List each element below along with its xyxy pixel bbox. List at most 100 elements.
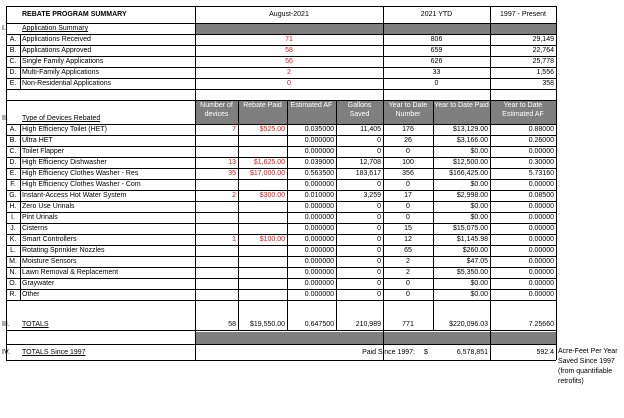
af-since-value: 592.4 <box>536 349 554 356</box>
estimated-af: 0.000000 <box>304 280 334 287</box>
gallons-saved: 0 <box>377 203 381 210</box>
gallons-saved: 0 <box>377 148 381 155</box>
gallons-saved: 0 <box>377 269 381 276</box>
gallons-saved: 0 <box>377 291 381 298</box>
application-since-value: 358 <box>542 80 554 87</box>
device-count: 7 <box>232 126 236 133</box>
section-title: Application Summary <box>22 25 89 32</box>
grid-hline <box>6 256 556 257</box>
application-since-value: 29,149 <box>532 36 554 43</box>
grid-vline <box>20 124 21 300</box>
grid-hline <box>6 201 556 202</box>
grid-vline <box>490 6 491 360</box>
application-month-value: 71 <box>285 36 293 43</box>
estimated-af: 0.039000 <box>304 159 334 166</box>
grid-hline <box>6 100 556 101</box>
column-header-since: 1997 - Present <box>500 11 546 18</box>
device-count <box>195 256 238 267</box>
grid-hline <box>6 56 556 57</box>
ytd-estimated-af: 0.00000 <box>528 181 554 188</box>
totals-devices: 58 <box>228 321 236 328</box>
estimated-af: 0.000000 <box>304 225 334 232</box>
column-header-paid: Rebate Paid <box>243 102 282 109</box>
estimated-af: 0.000000 <box>304 291 334 298</box>
device-count <box>195 278 238 289</box>
gallons-saved: 0 <box>377 137 381 144</box>
gallons-saved: 0 <box>377 236 381 243</box>
ytd-number: 0 <box>406 291 410 298</box>
device-label: Cisterns <box>22 225 48 232</box>
rebate-paid <box>238 267 287 278</box>
gallons-saved: 3,259 <box>363 192 381 199</box>
application-ytd-value: 626 <box>430 58 443 65</box>
paid-since-label: Paid Since 1997: <box>362 349 415 356</box>
ytd-number: 65 <box>404 247 412 254</box>
ytd-estimated-af: 0.30000 <box>528 159 554 166</box>
row-letter: I. <box>11 214 15 221</box>
application-label: Applications Approved <box>22 47 92 54</box>
application-since-value: 1,556 <box>536 69 554 76</box>
grid-vline <box>287 101 288 330</box>
grid-vline <box>383 6 384 360</box>
section-roman: IV. <box>0 347 20 358</box>
ytd-paid: $0.00 <box>470 181 488 188</box>
estimated-af: 0.563500 <box>304 170 334 177</box>
device-label: Toilet Flapper <box>22 148 65 155</box>
rebate-paid <box>238 135 287 146</box>
report-title: REBATE PROGRAM SUMMARY <box>22 11 127 18</box>
gallons-saved: 0 <box>377 247 381 254</box>
ytd-number: 0 <box>406 214 410 221</box>
ytd-number: 17 <box>404 192 412 199</box>
row-letter: M. <box>9 258 17 265</box>
grid-hline <box>6 67 556 68</box>
row-letter: L. <box>10 247 16 254</box>
application-label: Applications Received <box>22 36 91 43</box>
estimated-af: 0.000000 <box>304 181 334 188</box>
grid-hline <box>6 89 556 90</box>
ytd-estimated-af: 0.00000 <box>528 291 554 298</box>
column-header-month: August-2021 <box>269 11 309 18</box>
application-label: Single Family Applications <box>22 58 104 65</box>
estimated-af: 0.000000 <box>304 137 334 144</box>
ytd-paid: $0.00 <box>470 214 488 221</box>
application-label: Non-Residential Applications <box>22 80 112 87</box>
ytd-estimated-af: 0.00000 <box>528 236 554 243</box>
ytd-number: 2 <box>406 269 410 276</box>
application-ytd-value: 659 <box>430 47 443 54</box>
device-count <box>195 135 238 146</box>
totals-ytd-af: 7.25660 <box>528 321 554 328</box>
grid-hline <box>6 245 556 246</box>
application-ytd-value: 33 <box>432 69 441 76</box>
device-label: Other <box>22 291 40 298</box>
ytd-paid: $13,129.00 <box>452 126 488 133</box>
estimated-af: 0.000000 <box>304 236 334 243</box>
ytd-estimated-af: 0.00000 <box>528 214 554 221</box>
totals-af: 0.647500 <box>304 321 334 328</box>
grid-hline <box>6 6 556 7</box>
totals-ytd-number: 771 <box>402 321 414 328</box>
ytd-estimated-af: 0.00000 <box>528 269 554 276</box>
rebate-paid <box>238 201 287 212</box>
ytd-paid: $1,145.98 <box>456 236 488 243</box>
column-header-gallons: Gallons Saved <box>347 102 372 118</box>
ytd-estimated-af: 0.00000 <box>528 247 554 254</box>
grid-hline <box>6 45 556 46</box>
estimated-af: 0.000000 <box>304 148 334 155</box>
estimated-af: 0.000000 <box>304 258 334 265</box>
device-count <box>195 267 238 278</box>
device-label: Ultra HET <box>22 137 53 144</box>
gallons-saved: 0 <box>377 214 381 221</box>
rebate-paid <box>238 146 287 157</box>
rebate-paid: $300.00 <box>259 192 285 199</box>
grid-hline <box>6 212 556 213</box>
grid-hline <box>6 223 556 224</box>
ytd-paid: $260.00 <box>462 247 488 254</box>
rebate-paid <box>238 278 287 289</box>
ytd-number: 12 <box>404 236 412 243</box>
rebate-paid <box>238 223 287 234</box>
row-letter: A. <box>9 36 17 43</box>
ytd-number: 0 <box>406 181 410 188</box>
grid-hline <box>6 300 556 301</box>
section1-header-band <box>195 24 556 34</box>
grid-hline <box>6 78 556 79</box>
